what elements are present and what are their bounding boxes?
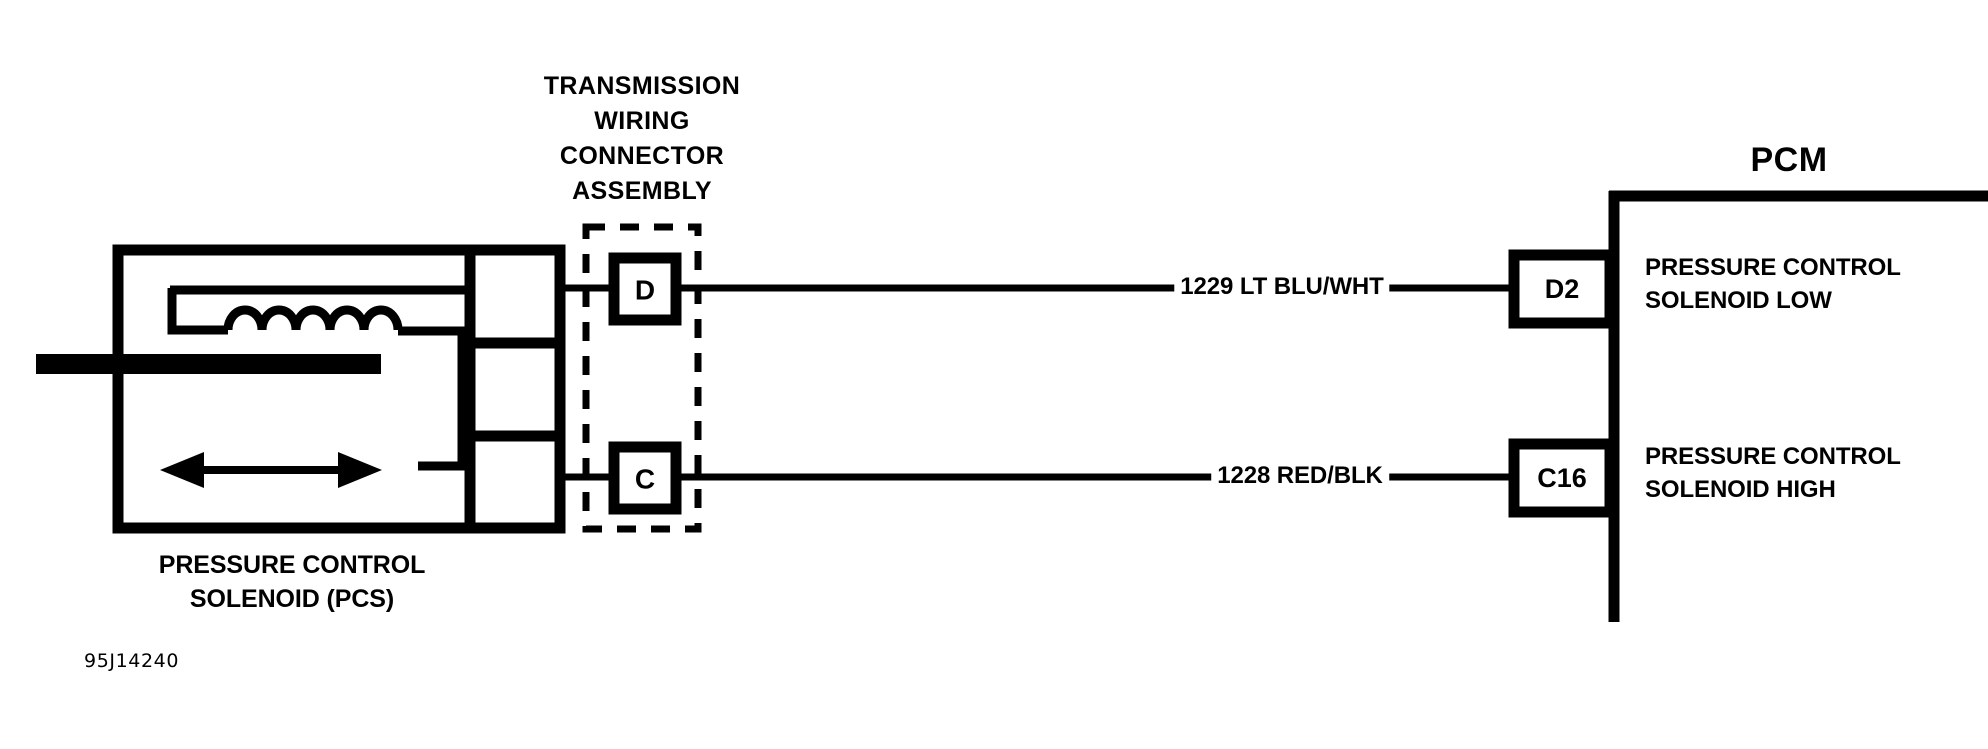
coil-lead-lower-path: [398, 326, 467, 471]
connector-assembly-title-line-1: TRANSMISSION: [543, 72, 741, 100]
connector-terminal-c-box: [608, 441, 682, 515]
plunger-motion-arrow-icon: [160, 452, 382, 488]
solenoid-caption-line-2: SOLENOID (PCS): [189, 585, 395, 613]
pcm-pin-d2-description-line-1: PRESSURE CONTROL: [1645, 254, 1901, 281]
terminal-cell-1: [464, 244, 566, 349]
pcm-pin-d2-box: [1508, 249, 1616, 329]
wire-1229-label: 1229 LT BLU/WHT: [1174, 272, 1390, 302]
connector-assembly-title-line-2: WIRING: [594, 107, 690, 135]
connector-terminal-c-label: C: [634, 463, 656, 495]
connector-assembly-title-line-4: ASSEMBLY: [572, 177, 712, 205]
pcm-pin-d2-description-line-2: SOLENOID LOW: [1645, 287, 1832, 314]
pcm-title: PCM: [1750, 141, 1828, 179]
connector-assembly-title-line-3: CONNECTOR: [559, 142, 725, 170]
pcm-pin-c16-description-line-1: PRESSURE CONTROL: [1645, 443, 1901, 470]
pressure-control-solenoid-symbol: [36, 244, 476, 534]
terminal-cell-3: [464, 430, 566, 534]
wire-1228-label: 1228 RED/BLK: [1211, 461, 1389, 491]
terminal-cell-2: [464, 337, 566, 442]
pcm-pin-c16-label: C16: [1537, 463, 1587, 494]
solenoid-coil-path: [223, 305, 403, 331]
coil-bracket-left-path: [167, 288, 228, 335]
figure-id-label: 95J14240: [84, 650, 180, 672]
pcm-pin-c16-description-line-2: SOLENOID HIGH: [1645, 476, 1836, 503]
solenoid-caption-line-1: PRESSURE CONTROL: [158, 551, 426, 579]
pcm-pin-d2-label: D2: [1544, 274, 1580, 305]
solenoid-plunger-bar: [36, 354, 381, 374]
connector-terminal-d-label: D: [634, 274, 656, 306]
solenoid-terminal-strip: [464, 244, 566, 534]
pcm-pin-c16-box: [1508, 438, 1616, 518]
